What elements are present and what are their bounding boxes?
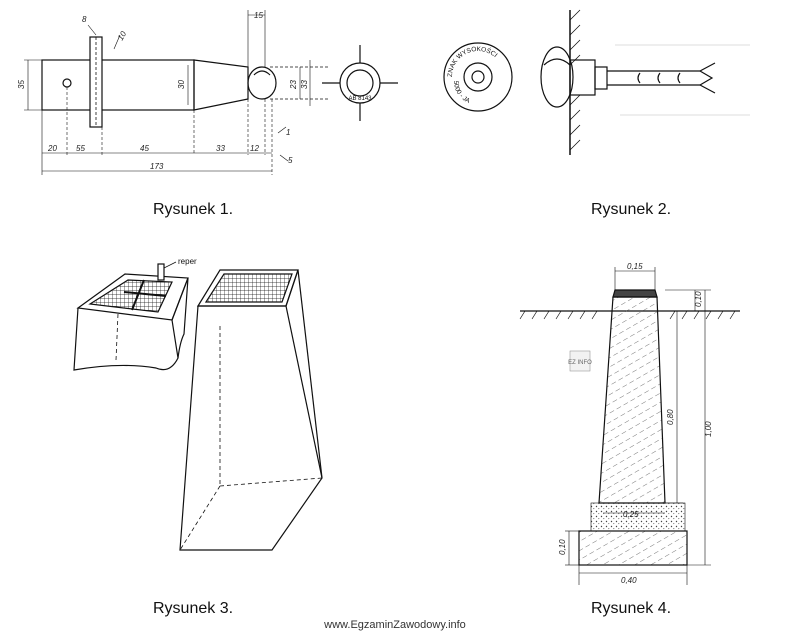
dim-080: 0,80 [666, 409, 675, 425]
bolt-collar [569, 59, 596, 96]
dim-33-vert: 33 [300, 80, 309, 89]
rod-hole [62, 78, 72, 88]
dim-010-top: 0,10 [694, 291, 703, 307]
watermark-text: EZ INFO [568, 360, 592, 366]
reper-pin [157, 263, 165, 281]
dim-23: 23 [289, 80, 298, 90]
dim-010-bottom: 0,10 [558, 539, 567, 555]
dim-040: 0,40 [621, 576, 637, 585]
dim-15: 15 [254, 11, 263, 20]
caption-rysunek-3: Rysunek 3. [153, 600, 234, 617]
dim-5: 5 [288, 156, 293, 165]
dim-1: 1 [286, 128, 290, 137]
pillar-front [179, 305, 323, 551]
dim-45: 45 [140, 144, 149, 153]
footer-url[interactable]: www.EgzaminZawodowy.info [324, 619, 466, 631]
figure-3-drawing: reper [73, 257, 323, 551]
post-cap [612, 289, 658, 298]
caption-rysunek-4: Rysunek 4. [591, 600, 672, 617]
watermark-logo [569, 350, 591, 372]
dim-20: 20 [47, 144, 57, 153]
height-mark-disc [443, 42, 513, 112]
dim-33: 33 [216, 144, 225, 153]
dim-173: 173 [150, 162, 164, 171]
figure-1-drawing: AB 8143 8 10 15 35 30 23 33 20 55 45 33 … [17, 10, 398, 175]
small-block-side [73, 307, 179, 371]
rod-body [41, 59, 195, 111]
dim-12: 12 [250, 144, 259, 153]
head-knob [247, 66, 277, 100]
tapered-section [193, 59, 249, 111]
caption-rysunek-1: Rysunek 1. [153, 201, 234, 218]
figure-2-drawing: ZNAK WYSOKOŚCI 5000 - JA [443, 9, 750, 155]
label-reper: reper [178, 257, 197, 266]
caption-rysunek-2: Rysunek 2. [591, 201, 672, 218]
stamp-ab: AB 8143 [348, 96, 372, 102]
post-body [598, 296, 666, 504]
dim-55: 55 [76, 144, 85, 153]
dim-015: 0,15 [627, 262, 643, 271]
foundation-slab [578, 530, 688, 566]
dim-100: 1,00 [704, 421, 713, 437]
wall-bolt-head [540, 46, 574, 108]
figure-4-drawing: 0,15 0,10 0,80 1,00 0,25 0,10 0,40 EZ IN… [519, 262, 740, 585]
dim-025: 0,25 [623, 510, 639, 519]
dim-35: 35 [17, 80, 26, 89]
dim-8: 8 [82, 15, 87, 24]
dim-30: 30 [177, 80, 186, 89]
